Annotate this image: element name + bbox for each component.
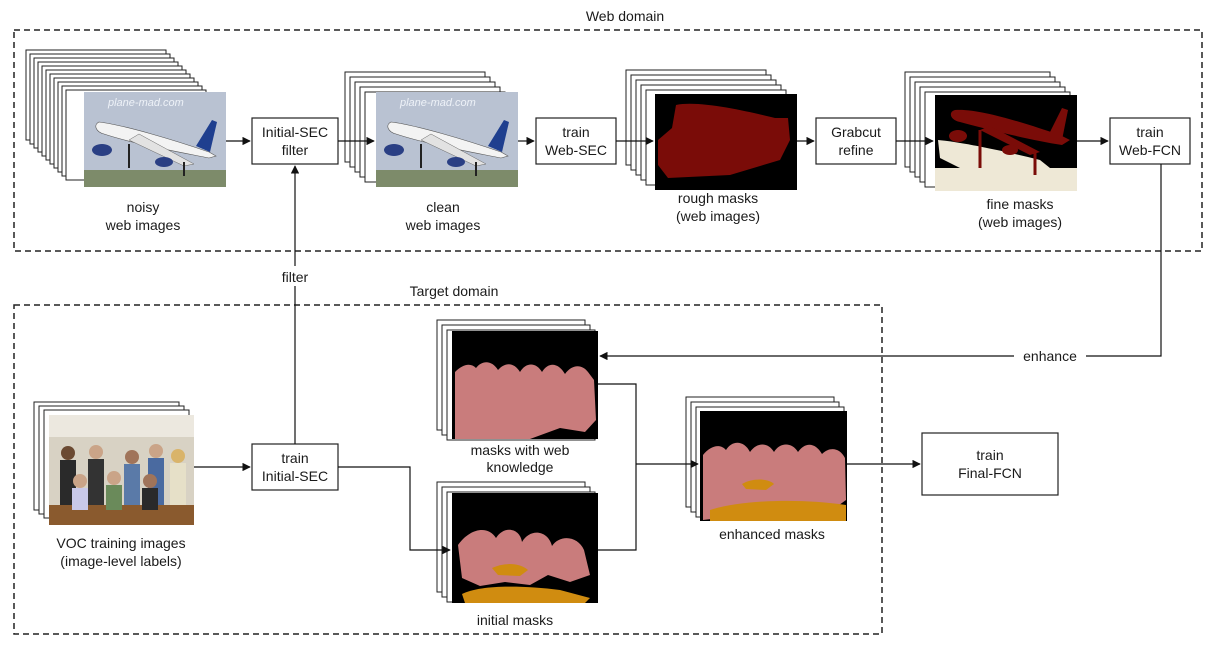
initial-mask-image	[452, 493, 598, 603]
webk-caption-line2: knowledge	[487, 459, 554, 475]
train-web-sec-box	[535, 117, 617, 165]
clean-caption-line1: clean	[426, 199, 459, 215]
web-domain-region	[13, 29, 1203, 252]
train-final-fcn-box	[921, 432, 1059, 496]
voc-caption-line1: VOC training images	[56, 535, 185, 551]
clean-watermark: plane-mad.com	[399, 97, 476, 109]
enhanced-caption: enhanced masks	[719, 526, 825, 542]
train-initial-sec-box	[251, 443, 339, 491]
grabcut-line2: refine	[838, 142, 873, 158]
noisy-watermark: plane-mad.com	[107, 97, 184, 109]
rough-caption-line2: (web images)	[676, 208, 760, 224]
fine-mask-image	[935, 95, 1077, 191]
rough-caption-line1: rough masks	[678, 190, 758, 206]
noisy-caption-line2: web images	[105, 217, 181, 233]
voc-caption-line2: (image-level labels)	[60, 553, 181, 569]
noisy-caption-line1: noisy	[127, 199, 160, 215]
grabcut-line1: Grabcut	[831, 124, 881, 140]
enhance-edge-label: enhance	[1023, 348, 1077, 364]
webk-mask-image	[452, 331, 598, 439]
target-flow-arrows	[194, 164, 1162, 555]
train-web-fcn-line1: train	[1136, 124, 1163, 140]
rough-mask-image	[655, 94, 797, 190]
clean-caption-line2: web images	[405, 217, 481, 233]
initial-caption: initial masks	[477, 612, 553, 628]
train-final-fcn-line2: Final-FCN	[958, 465, 1022, 481]
noisy-airplane-photo: plane-mad.com	[84, 92, 226, 187]
train-initial-sec-line2: Initial-SEC	[262, 468, 328, 484]
train-web-sec-line1: train	[562, 124, 589, 140]
initial-sec-filter-line2: filter	[282, 142, 309, 158]
target-domain-region	[13, 304, 883, 635]
train-initial-sec-line1: train	[281, 450, 308, 466]
target-domain-label: Target domain	[410, 283, 499, 299]
train-final-fcn-line1: train	[976, 447, 1003, 463]
clean-airplane-photo: plane-mad.com	[376, 92, 518, 187]
voc-people-photo	[49, 415, 194, 525]
fine-caption-line1: fine masks	[987, 196, 1054, 212]
initial-sec-filter-box	[251, 117, 339, 165]
train-web-fcn-line2: Web-FCN	[1119, 142, 1181, 158]
webk-caption-line1: masks with web	[471, 442, 570, 458]
initial-sec-filter-line1: Initial-SEC	[262, 124, 328, 140]
train-web-fcn-box	[1109, 117, 1191, 165]
web-domain-label: Web domain	[586, 8, 664, 24]
filter-edge-label: filter	[282, 269, 309, 285]
train-web-sec-line2: Web-SEC	[545, 142, 607, 158]
enhanced-mask-image	[700, 411, 847, 521]
fine-caption-line2: (web images)	[978, 214, 1062, 230]
